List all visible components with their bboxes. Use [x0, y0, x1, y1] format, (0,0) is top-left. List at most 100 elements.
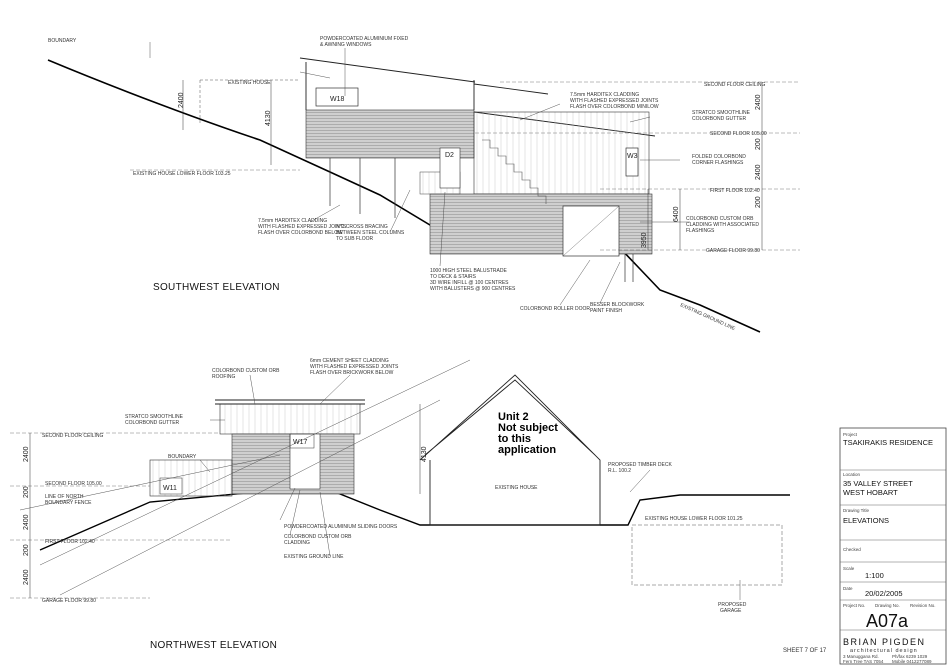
unit2-note-2: Not subject — [498, 422, 558, 434]
upper-roof — [299, 57, 476, 110]
tb-drawing-number: A07a — [866, 611, 909, 631]
nw-garage-1: PROPOSED — [718, 602, 747, 608]
tb-project: TSAKIRAKIS RESIDENCE — [843, 438, 933, 447]
nw-dim-2400-c: 2400 — [23, 569, 30, 585]
nw-deck-2: R.L. 100.2 — [608, 468, 631, 474]
nw-boundary-diagonals — [19, 359, 471, 596]
window-tag-d2: D2 — [445, 152, 454, 159]
nw-second-floor-label: SECOND FLOOR 105.00 — [45, 481, 102, 487]
sw-bracing-3: TO SUB FLOOR — [336, 236, 374, 242]
sw-blockwork-1: BESSER BLOCKWORK — [590, 302, 645, 308]
nw-orb-cladding-2: CLADDING — [284, 540, 310, 546]
nw-orb-roofing-1: COLORBOND CUSTOM ORB — [212, 368, 280, 374]
nw-garage-floor-label: GARAGE FLOOR 99.80 — [42, 598, 96, 604]
nw-sliding-doors-label: POWDERCOATED ALUMINIUM SLIDING DOORS — [284, 524, 398, 530]
tb-firm-tagline: architectural design — [850, 648, 918, 654]
southwest-elevation: BOUNDARY POWDERCOATED ALUMINIUM FIXED & … — [47, 36, 800, 333]
nw-first-floor-label: FIRST FLOOR 102.40 — [45, 539, 95, 545]
sw-orb-1: COLORBOND CUSTOM ORB — [686, 216, 754, 222]
tb-phone-1: Ph/fax 6239 1029 — [892, 654, 928, 659]
window-tag-w11: W11 — [163, 485, 177, 492]
leader-lines — [149, 42, 690, 306]
nw-stratco-1: STRATCO SMOOTHLINE — [125, 414, 184, 420]
nw-cement-1: 6mm CEMENT SHEET CLADDING — [310, 358, 389, 364]
sw-hardi-lower-3: FLASH OVER COLORBOND BELOW — [258, 230, 343, 236]
sw-existing-house-label: EXISTING HOUSE — [228, 80, 271, 86]
sw-dim-2400-c: 2400 — [755, 164, 762, 180]
tb-location-label: Location — [843, 472, 861, 477]
nw-dim-200-a: 200 — [23, 486, 30, 498]
nw-boundary-label: BOUNDARY — [168, 454, 197, 460]
southwest-elevation-title: SOUTHWEST ELEVATION — [153, 282, 280, 293]
nw-dim-4130: 4130 — [421, 446, 428, 462]
tb-drawing-title-label: Drawing Title — [843, 508, 870, 513]
tb-phone-2: Mobile 0412277089 — [892, 659, 932, 664]
tb-scale: 1:100 — [865, 571, 884, 580]
sw-blockwork-2: PAINT FINISH — [590, 308, 622, 314]
nw-second-ceiling-label: SECOND FLOOR CEILING — [42, 433, 104, 439]
nw-dim-2400-b: 2400 — [23, 514, 30, 530]
nw-leader-lines — [199, 374, 741, 600]
window-tag-w18: W18 — [330, 96, 345, 103]
sw-roller-door-label: COLORBOND ROLLER DOOR — [520, 306, 590, 312]
sw-windows-label-1: POWDERCOATED ALUMINIUM FIXED — [320, 36, 409, 42]
tb-drawing-title: ELEVATIONS — [843, 516, 889, 525]
tb-project-label: Project — [843, 432, 858, 437]
sw-windows-label-2: & AWNING WINDOWS — [320, 42, 372, 48]
title-block: Project TSAKIRAKIS RESIDENCE Location 35… — [839, 427, 947, 665]
tb-address-2: Fern Tree TAS 7054 — [843, 659, 884, 664]
nw-existing-house-label: EXISTING HOUSE — [495, 485, 538, 491]
sw-second-ceiling-label: SECOND FLOOR CEILING — [704, 82, 766, 88]
nw-garage-2: GARAGE — [720, 608, 742, 614]
sw-folded-2: CORNER FLASHINGS — [692, 160, 744, 166]
sw-dim-200-a: 200 — [755, 138, 762, 150]
nw-ground-line-label: EXISTING GROUND LINE — [284, 554, 344, 560]
nw-floor-level-lines — [10, 432, 230, 599]
tb-scale-label: Scale — [843, 566, 855, 571]
tb-location-2: WEST HOBART — [843, 488, 898, 497]
nw-upper-level — [219, 403, 361, 435]
nw-roof — [215, 399, 365, 405]
tb-date-label: Date — [843, 586, 853, 591]
sw-dim-2400-b: 2400 — [755, 94, 762, 110]
sub-floor-columns — [329, 158, 634, 282]
sw-dim-200-b: 200 — [755, 196, 762, 208]
existing-house-unit2 — [419, 374, 601, 526]
tb-revision-no-label: Revision No. — [910, 603, 936, 608]
tb-checked-label: Checked — [843, 547, 861, 552]
stairs — [482, 139, 547, 204]
tb-drawing-no-label: Drawing No. — [875, 603, 900, 608]
sw-hardi-upper-3: FLASH OVER COLORBOND MINILOW — [570, 104, 659, 110]
nw-existing-lower-floor-label: EXISTING HOUSE LOWER FLOOR 101.25 — [645, 516, 743, 522]
sw-bracing-2: BETWEEN STEEL COLUMNS — [336, 230, 405, 236]
sw-balustrade-3: 3D WIRE INFILL @ 100 CENTRES — [430, 280, 509, 286]
tb-location-1: 35 VALLEY STREET — [843, 479, 913, 488]
middle-frame — [473, 111, 650, 195]
nw-cement-2: WITH FLASHED EXPRESSED JOINTS — [310, 364, 399, 370]
sw-hardi-upper-2: WITH FLASHED EXPRESSED JOINTS — [570, 98, 659, 104]
unit2-note-1: Unit 2 — [498, 411, 529, 423]
tb-date: 20/02/2005 — [865, 589, 903, 598]
northwest-elevation-title: NORTHWEST ELEVATION — [150, 640, 277, 651]
unit2-note-3: to this — [498, 433, 531, 445]
nw-dim-2400-a: 2400 — [23, 446, 30, 462]
sw-folded-1: FOLDED COLORBOND — [692, 154, 746, 160]
sw-stratco-2: COLORBOND GUTTER — [692, 116, 747, 122]
sw-orb-3: FLASHINGS — [686, 228, 715, 234]
nw-orb-cladding-1: COLORBOND CUSTOM ORB — [284, 534, 352, 540]
nw-orb-roofing-2: ROOFING — [212, 374, 235, 380]
floor-level-lines — [130, 81, 800, 251]
nw-deck-1: PROPOSED TIMBER DECK — [608, 462, 672, 468]
tb-address-1: 3 Manuggana Rd. — [843, 654, 879, 659]
window-w3 — [625, 147, 639, 177]
northwest-elevation: COLORBOND CUSTOM ORB ROOFING 6mm CEMENT … — [10, 358, 790, 651]
nw-stratco-2: COLORBOND GUTTER — [125, 420, 180, 426]
tb-firm-name: BRIAN PIGDEN — [843, 637, 926, 647]
nw-fence-1: LINE OF NORTH — [45, 494, 84, 500]
sw-orb-2: CLADDING WITH ASSOCIATED — [686, 222, 759, 228]
tb-project-no-label: Project No. — [843, 603, 865, 608]
sw-hardi-lower-1: 7.5mm HARDITEX CLADDING — [258, 218, 327, 224]
window-w18 — [315, 87, 359, 107]
sw-balustrade-1: 1000 HIGH STEEL BALUSTRADE — [430, 268, 507, 274]
nw-fence-2: BOUNDARY FENCE — [45, 500, 92, 506]
